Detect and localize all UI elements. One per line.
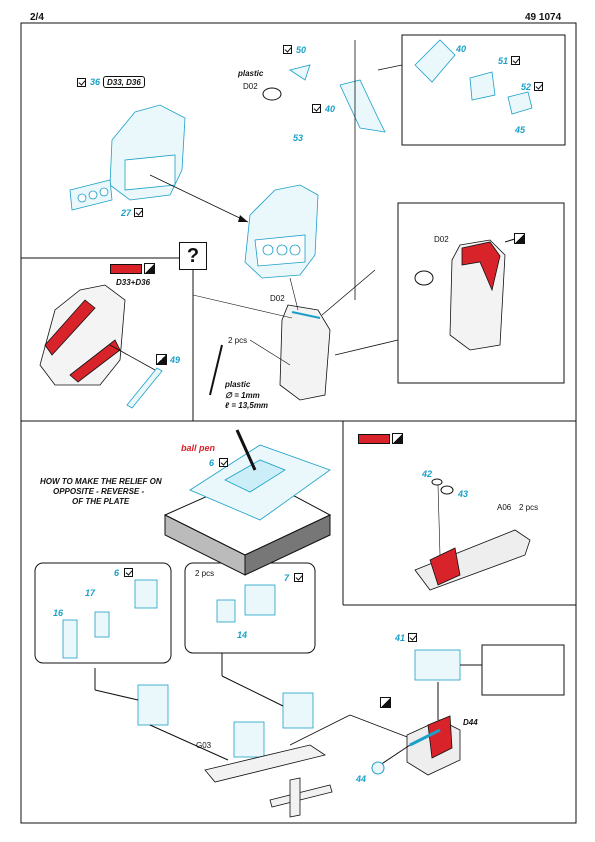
red-paint-swatch-1 [110, 264, 142, 274]
part-36: 36 [90, 77, 101, 87]
checkbox-40a[interactable] [312, 104, 321, 113]
checkbox-52[interactable] [534, 82, 543, 91]
two-pcs-box: 2 pcs [195, 569, 215, 578]
part-40b: 40 [456, 44, 467, 54]
plastic-label: plastic [238, 69, 264, 78]
back-panel-red [449, 239, 506, 351]
d33-d36-label: D33+D36 [116, 278, 151, 287]
d44-label: D44 [463, 718, 478, 727]
paint-icon-1 [144, 263, 155, 274]
checkbox-41[interactable] [408, 633, 417, 642]
part-43: 43 [458, 489, 469, 499]
ball-pen-label: ball pen [181, 443, 216, 453]
paint-icon-right [514, 233, 525, 244]
checkbox-50[interactable] [283, 45, 292, 54]
a06-label: A06 [497, 503, 512, 512]
cyan-sheet [289, 39, 533, 133]
checkbox-27[interactable] [134, 208, 143, 217]
page-number: 2/4 [30, 12, 44, 23]
inset-box-a [34, 562, 172, 664]
inset-box-c [481, 644, 565, 696]
part-42: 42 [422, 469, 433, 479]
back-panel [279, 304, 331, 401]
checkbox-51[interactable] [511, 56, 520, 65]
seat-drawing-1 [69, 104, 186, 211]
checkbox-6-box[interactable] [124, 568, 133, 577]
part-52: 52 [521, 82, 532, 92]
box-a-assembled [137, 684, 169, 726]
part-50: 50 [296, 45, 307, 55]
part-45: 45 [515, 125, 526, 135]
part-6-plate: 6 [209, 458, 215, 468]
part-49: 49 [170, 355, 181, 365]
d33-d36-chip: D33, D36 [103, 76, 145, 88]
d44-box [406, 715, 461, 776]
rod-diameter: ∅ = 1mm [225, 391, 260, 400]
box-b-assembled [282, 692, 314, 729]
two-pcs-rod: 2 pcs [228, 336, 248, 345]
part-6-box: 6 [114, 568, 120, 578]
checkbox-7[interactable] [294, 573, 303, 582]
checkbox-36[interactable] [77, 78, 86, 87]
part-44: 44 [356, 774, 367, 784]
product-code: 49 1074 [525, 12, 562, 23]
a06-pod [414, 529, 531, 591]
inset-box-mid [397, 202, 565, 384]
d02-label-top: D02 [243, 82, 258, 91]
paint-icon-49 [156, 354, 167, 365]
part-16: 16 [53, 608, 64, 618]
instruction-line-3: OF THE PLATE [72, 497, 130, 506]
plate-drawing [189, 444, 331, 521]
question-box: ? [179, 242, 207, 270]
instruction-line-1: HOW TO MAKE THE RELIEF ON [40, 477, 162, 486]
part-17: 17 [85, 588, 96, 598]
part-51: 51 [498, 56, 509, 66]
page-frame [20, 22, 577, 824]
plastic-rod-label: plastic [225, 380, 251, 389]
a06-qty: 2 pcs [519, 503, 539, 512]
part-53: 53 [293, 133, 304, 143]
rod-length: ℓ = 13,5mm [225, 401, 269, 410]
checkbox-6-plate[interactable] [219, 458, 228, 467]
paint-icon-2 [392, 433, 403, 444]
d02-label-right: D02 [434, 235, 449, 244]
g03-label: G03 [196, 741, 212, 750]
part-7: 7 [284, 573, 290, 583]
inset-box-topright [401, 34, 566, 146]
seat-drawing-3 [39, 284, 126, 386]
seat-drawing-2 [244, 184, 319, 279]
part-27: 27 [121, 208, 132, 218]
paint-icon-d44 [380, 697, 391, 708]
part-41: 41 [395, 633, 406, 643]
part-40a: 40 [325, 104, 336, 114]
part-14: 14 [237, 630, 248, 640]
g03-frame [204, 744, 333, 818]
d02-label-mid: D02 [270, 294, 285, 303]
red-paint-swatch-2 [358, 434, 390, 444]
instruction-line-2: OPPOSITE - REVERSE - [53, 487, 145, 496]
